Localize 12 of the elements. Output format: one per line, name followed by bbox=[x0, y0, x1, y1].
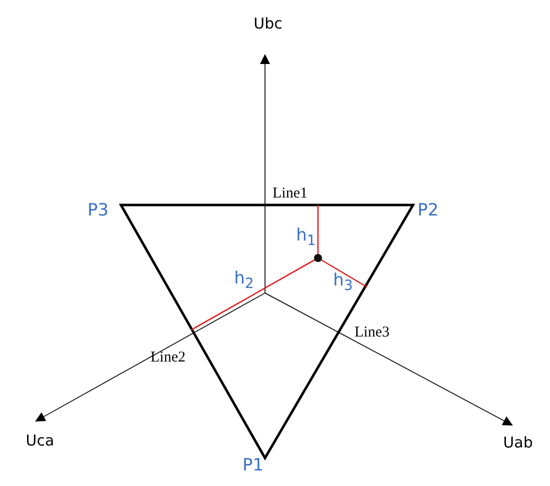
axis-label: Uca bbox=[26, 434, 54, 448]
point-label: P3 bbox=[87, 202, 109, 220]
distance-label: h$_{1}$ bbox=[296, 228, 316, 248]
point-label: P2 bbox=[417, 202, 439, 220]
axis-label: Uab bbox=[503, 436, 533, 450]
line-label: Line2 bbox=[150, 350, 186, 366]
distance-label: h$_{3}$ bbox=[333, 272, 353, 294]
distance-label: h$_{2}$ bbox=[234, 270, 254, 292]
line-label: Line3 bbox=[354, 326, 390, 340]
point-label: P1 bbox=[242, 458, 264, 474]
axis-label: Ubc bbox=[254, 16, 282, 32]
line-label: Line1 bbox=[272, 186, 308, 202]
